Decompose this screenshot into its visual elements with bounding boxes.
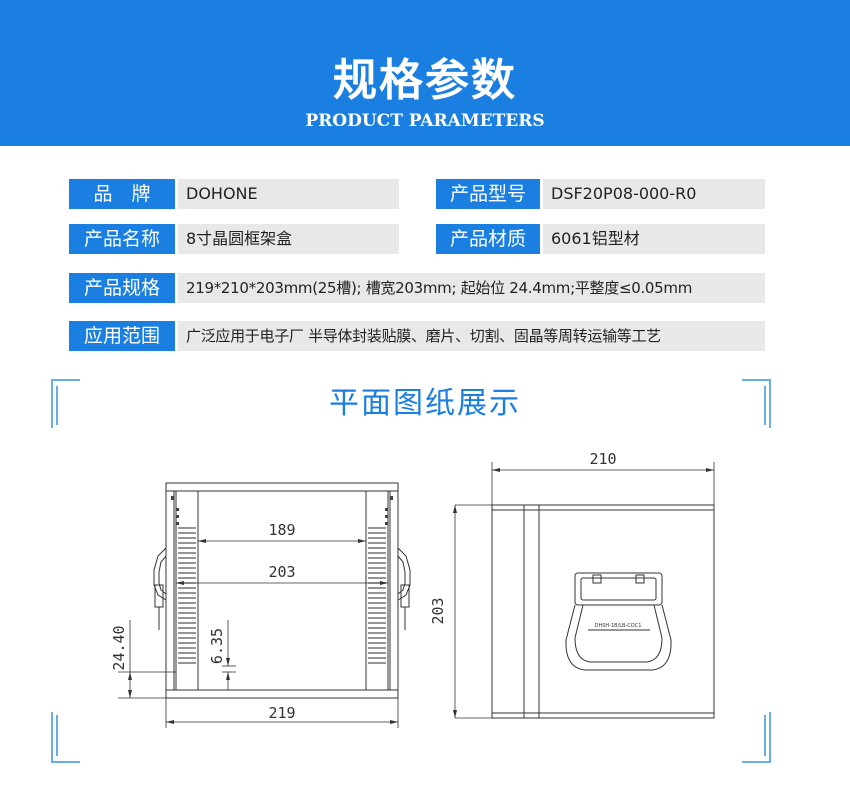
product-name-value: 8寸晶圆框架盒 — [178, 224, 399, 254]
spec-label: 产品规格 — [69, 273, 175, 303]
bracket-top-right — [742, 379, 771, 428]
dim-24-40-label: 24.40 — [110, 625, 128, 670]
scope-value: 广泛应用于电子厂 半导体封装贴膜、磨片、切割、固晶等周转运输等工艺 — [178, 321, 765, 351]
front-view — [153, 482, 411, 699]
bracket-top-left — [51, 379, 80, 428]
slot-fins-left — [178, 527, 196, 664]
drawing-section-title: 平面图纸展示 — [329, 386, 521, 421]
dim-210-label: 210 — [589, 450, 616, 468]
spec-value: 219*210*203mm(25槽); 槽宽203mm; 起始位 24.4mm;… — [178, 273, 765, 303]
side-dimensions — [454, 462, 715, 719]
bracket-bottom-left — [51, 712, 80, 763]
front-dimensions — [118, 540, 399, 728]
material-value: 6061铝型材 — [543, 224, 765, 254]
bracket-bottom-right — [742, 712, 771, 763]
side-handle — [565, 572, 672, 671]
page-subtitle: PRODUCT PARAMETERS — [305, 111, 545, 131]
page-title: 规格参数 — [333, 55, 517, 106]
front-left-handle — [153, 547, 167, 630]
brand-label: 品 牌 — [69, 179, 175, 209]
scope-label: 应用范围 — [69, 321, 175, 351]
model-label: 产品型号 — [436, 179, 540, 209]
side-view — [491, 504, 715, 719]
front-right-handle — [397, 547, 411, 630]
dim-189-label: 189 — [268, 521, 295, 539]
product-name-label: 产品名称 — [69, 224, 175, 254]
dim-219-label: 219 — [268, 704, 295, 722]
material-label: 产品材质 — [436, 224, 540, 254]
dim-203-side-label: 203 — [429, 597, 447, 624]
model-value: DSF20P08-000-R0 — [543, 179, 765, 209]
slot-fins-right — [368, 527, 386, 664]
dim-203-inner-label: 203 — [268, 563, 295, 581]
handle-engraving: DHSH-1B/LB-COC1 — [595, 623, 642, 629]
header-banner: 规格参数 PRODUCT PARAMETERS — [0, 0, 850, 146]
dim-6-35-label: 6.35 — [208, 628, 226, 664]
corner-brackets — [51, 379, 771, 763]
brand-value: DOHONE — [178, 179, 399, 209]
